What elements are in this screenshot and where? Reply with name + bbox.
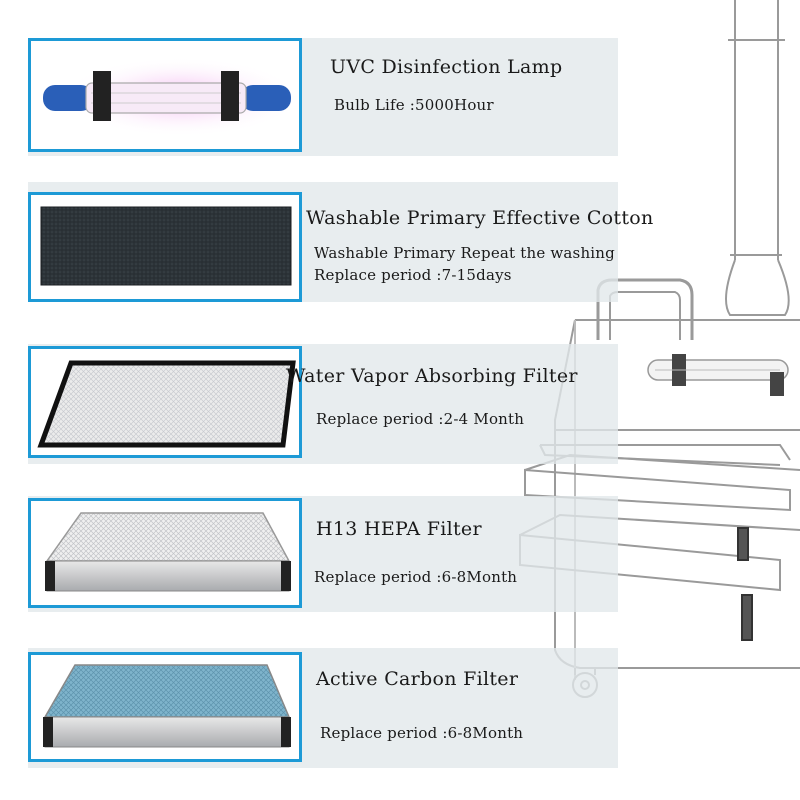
cotton-frame — [28, 192, 302, 302]
uvc-lamp-line-1: Bulb Life :5000Hour — [334, 96, 494, 114]
foam-cotton-icon — [40, 206, 292, 286]
carbon-line-1: Replace period :6-8Month — [320, 724, 524, 742]
hepa-frame — [28, 498, 302, 608]
uvc-lamp-frame — [28, 38, 302, 152]
cotton-title: Washable Primary Effective Cotton — [306, 207, 654, 229]
carbon-title: Active Carbon Filter — [316, 668, 519, 690]
water-vapor-filter-icon — [37, 360, 296, 448]
machine-uvc-lamp — [647, 354, 789, 396]
carbon-frame — [28, 652, 302, 762]
uvc-lamp-title: UVC Disinfection Lamp — [330, 56, 563, 78]
hepa-filter-icon — [45, 512, 291, 592]
cotton-line-2: Replace period :7-15days — [314, 266, 512, 284]
carbon-filter-icon — [43, 664, 291, 748]
water-vapor-title: Water Vapor Absorbing Filter — [286, 365, 578, 387]
water-vapor-line-1: Replace period :2-4 Month — [316, 410, 525, 428]
uvc-lamp-icon — [43, 57, 299, 137]
hepa-title: H13 HEPA Filter — [316, 518, 482, 540]
water-vapor-frame — [28, 346, 302, 458]
hepa-line-1: Replace period :6-8Month — [314, 568, 518, 586]
cotton-line-1: Washable Primary Repeat the washing — [314, 244, 615, 262]
